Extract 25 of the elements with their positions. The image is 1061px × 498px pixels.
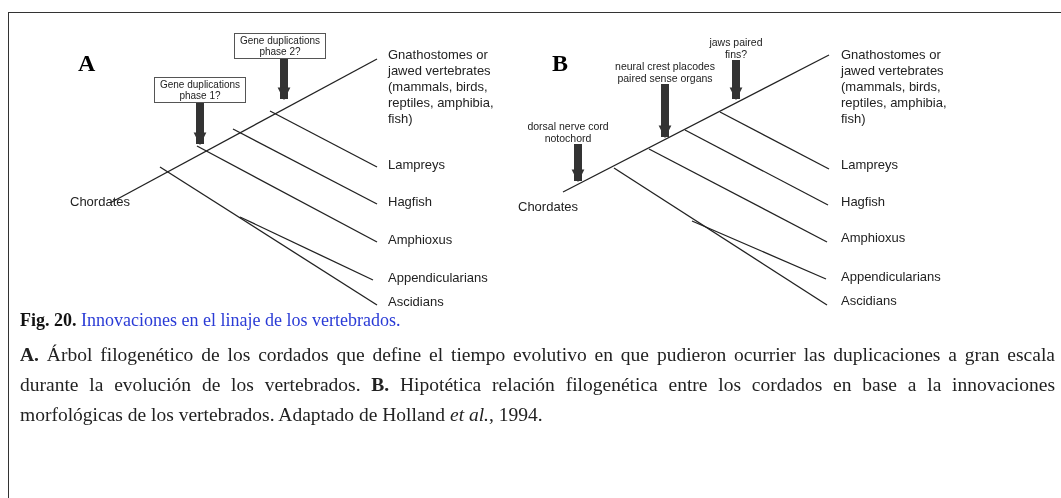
taxon-label: Chordates (70, 194, 130, 210)
taxon-label: Appendicularians (841, 269, 941, 285)
taxon-label: Amphioxus (388, 232, 453, 248)
taxon-label: Lampreys (841, 157, 899, 173)
annotation-box: Gene duplications phase 1? (154, 77, 246, 103)
trait-label: neural crest placodes paired sense organs (615, 60, 715, 84)
trait-label: jaws paired fins? (703, 36, 769, 60)
taxon-label: Chordates (518, 199, 578, 215)
trait-label: dorsal nerve cord notochord (520, 120, 616, 144)
figure-title: Fig. 20. Innovaciones en el linaje de los vertebrados. (20, 310, 401, 331)
taxon-label: Appendicularians (388, 270, 488, 286)
taxon-label: Ascidians (841, 293, 897, 309)
figure-caption: A. Árbol filogenético de los cordados que define el tiempo evolutivo en que pudieron ocurrier las duplicaciones a gran escala durante la evolución de los vertebrados. B. Hipotética relación filogenética entre los cordados en base a la innovaciones morfológicas de los vertebrados. Adaptado de Holland et al., 1994. (20, 343, 1055, 427)
taxon-label: Lampreys (388, 157, 446, 173)
taxon-label: Amphioxus (841, 230, 906, 246)
taxon-label: Hagfish (388, 194, 433, 210)
taxon-label: Hagfish (841, 194, 886, 210)
taxon-label: Gnathostomes or jawed vertebrates (mammals, birds, reptiles, amphibia, fish) (841, 47, 948, 127)
taxon-label: Gnathostomes or jawed vertebrates (mammals, birds, reptiles, amphibia, fish) (388, 47, 495, 127)
taxon-label: Ascidians (388, 294, 444, 310)
annotation-box: Gene duplications phase 2? (234, 33, 326, 59)
arrow (193, 103, 207, 146)
panel-letter: B (552, 50, 568, 77)
arrow (277, 59, 291, 101)
panel-letter: A (78, 50, 96, 77)
